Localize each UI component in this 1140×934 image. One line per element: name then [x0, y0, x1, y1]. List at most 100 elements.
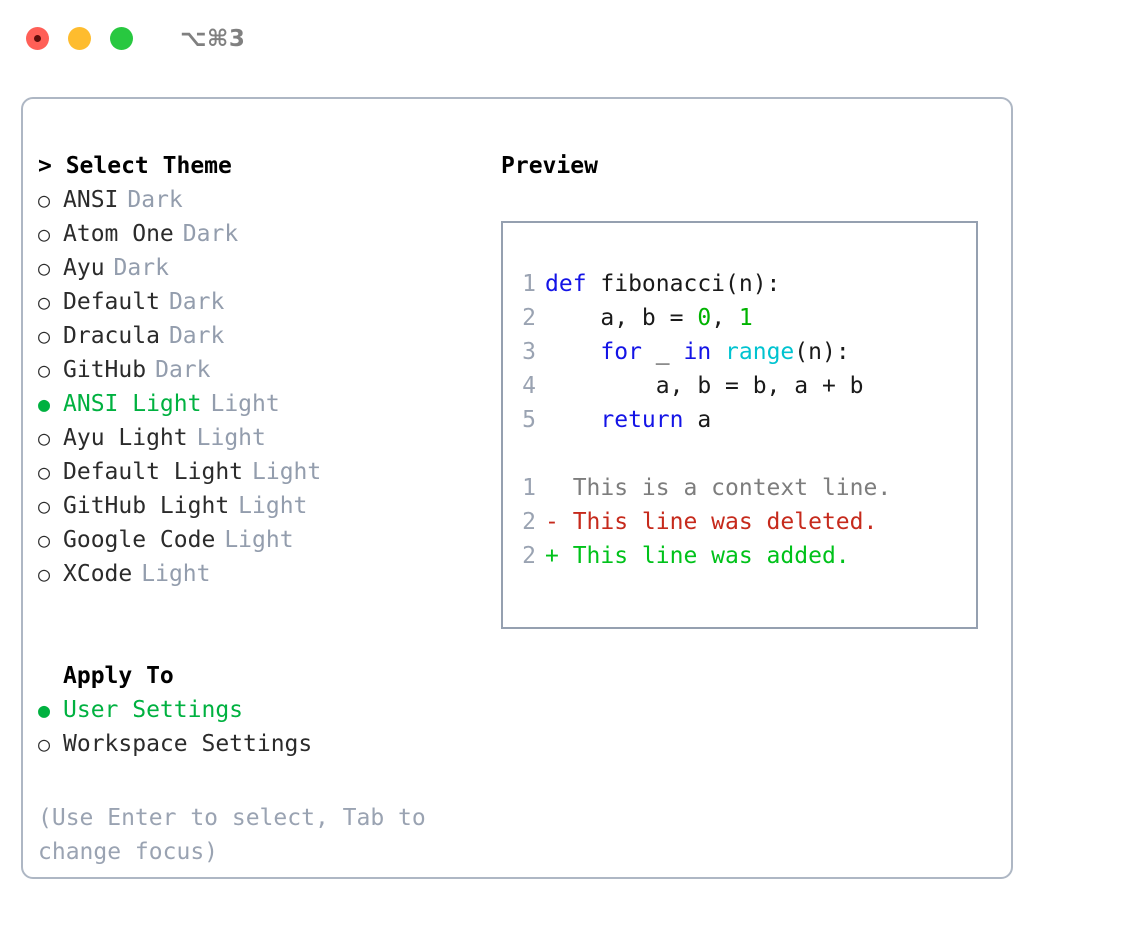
radio-unselected-icon: ○: [38, 562, 51, 586]
theme-option-label: Google Code: [63, 527, 216, 553]
code-line-content: a, b = b, a + b: [545, 369, 864, 403]
theme-option-label: Atom One: [63, 221, 174, 247]
apply-to-heading: Apply To: [63, 663, 174, 689]
apply-to-option-user-settings[interactable]: ●User Settings: [38, 693, 508, 727]
code-token-plain: a, b =: [545, 305, 698, 331]
diff-line: 2 - This line was deleted.: [503, 505, 976, 539]
diff-line: 1 This is a context line.: [503, 471, 976, 505]
window-controls: [26, 27, 133, 50]
apply-to-option-label: Workspace Settings: [63, 731, 313, 757]
theme-option-kind: Light: [210, 391, 280, 417]
code-blank-line: [503, 437, 976, 471]
theme-option-xcode[interactable]: ○ XCode Light: [38, 557, 508, 591]
select-theme-heading: > Select Theme: [38, 153, 232, 179]
code-line: 2 a, b = 0, 1: [503, 301, 976, 335]
radio-unselected-icon: ○: [38, 494, 51, 518]
theme-option-kind: Dark: [168, 323, 225, 349]
line-number: 2: [522, 509, 536, 535]
theme-option-kind: Dark: [155, 357, 211, 383]
diff-line: 2 + This line was added.: [503, 539, 976, 573]
theme-option-kind: Dark: [113, 255, 169, 281]
theme-option-default[interactable]: ○ Default Dark: [38, 285, 508, 319]
code-line-content: return a: [545, 403, 711, 437]
keyboard-shortcut-label: ⌥⌘3: [180, 25, 246, 52]
theme-option-label: Dracula: [63, 323, 160, 349]
theme-option-dracula[interactable]: ○ Dracula Dark: [38, 319, 508, 353]
theme-option-kind: Light: [252, 459, 322, 485]
line-number: 2: [522, 305, 536, 331]
code-line: 3 for _ in range(n):: [503, 335, 976, 369]
radio-unselected-icon: ○: [38, 324, 51, 348]
code-line-content: def fibonacci(n):: [545, 267, 780, 301]
theme-option-label: GitHub: [63, 357, 147, 383]
line-number: 4: [522, 373, 536, 399]
code-line-content: for _ in range(n):: [545, 335, 850, 369]
theme-option-ansi-light[interactable]: ● ANSI Light Light: [38, 387, 508, 421]
code-line: 4 a, b = b, a + b: [503, 369, 976, 403]
line-number: 1: [522, 475, 536, 501]
line-number: 2: [522, 543, 536, 569]
theme-option-github[interactable]: ○ GitHub Dark: [38, 353, 508, 387]
radio-unselected-icon: ○: [38, 426, 51, 450]
theme-option-label: Ayu: [63, 255, 105, 281]
apply-to-list: ●User Settings○Workspace Settings: [38, 693, 508, 761]
theme-option-label: GitHub Light: [63, 493, 230, 519]
theme-option-kind: Light: [141, 561, 211, 587]
theme-option-ayu-light[interactable]: ○ Ayu Light Light: [38, 421, 508, 455]
theme-option-label: ANSI Light: [63, 391, 202, 417]
radio-selected-icon: ●: [38, 392, 51, 416]
maximize-window-icon[interactable]: [110, 27, 133, 50]
diff-sample: 1 This is a context line. 2 - This line wa…: [503, 471, 976, 573]
theme-option-label: Ayu Light: [63, 425, 188, 451]
code-token-kw: def: [545, 271, 587, 297]
code-token-plain: (n):: [794, 339, 850, 365]
code-token-plain: _: [641, 339, 684, 365]
keyboard-hint-text: (Use Enter to select, Tab to change focu…: [38, 805, 426, 865]
diff-line-content: + This line was added.: [545, 543, 850, 569]
code-token-plain: [545, 339, 600, 365]
code-token-kw: return: [600, 407, 684, 433]
theme-option-kind: Light: [196, 425, 266, 451]
radio-selected-icon: ●: [38, 698, 51, 722]
line-number: 5: [522, 407, 536, 433]
radio-unselected-icon: ○: [38, 290, 51, 314]
code-line: 5 return a: [503, 403, 976, 437]
radio-unselected-icon: ○: [38, 358, 51, 382]
apply-to-option-workspace-settings[interactable]: ○Workspace Settings: [38, 727, 508, 761]
theme-option-ayu[interactable]: ○ Ayu Dark: [38, 251, 508, 285]
theme-option-label: Default: [63, 289, 160, 315]
code-token-plain: a: [683, 407, 712, 433]
code-token-plain: [545, 407, 600, 433]
radio-unselected-icon: ○: [38, 188, 51, 212]
code-token-plain: ,: [711, 305, 739, 331]
radio-unselected-icon: ○: [38, 256, 51, 280]
theme-option-label: XCode: [63, 561, 133, 587]
code-line-content: a, b = 0, 1: [545, 301, 753, 335]
minimize-window-icon[interactable]: [68, 27, 91, 50]
close-window-icon[interactable]: [26, 27, 49, 50]
radio-unselected-icon: ○: [38, 528, 51, 552]
diff-line-content: This is a context line.: [545, 475, 892, 501]
radio-unselected-icon: ○: [38, 460, 51, 484]
line-number: 3: [522, 339, 536, 365]
theme-option-kind: Dark: [168, 289, 225, 315]
section-spacer: [38, 591, 508, 659]
code-token-kw: for: [600, 339, 642, 365]
radio-unselected-icon: ○: [38, 222, 51, 246]
code-token-num: 1: [738, 305, 753, 331]
diff-line-content: - This line was deleted.: [545, 509, 878, 535]
theme-option-kind: Light: [238, 493, 308, 519]
code-token-kw: in: [683, 339, 712, 365]
theme-option-github-light[interactable]: ○ GitHub Light Light: [38, 489, 508, 523]
